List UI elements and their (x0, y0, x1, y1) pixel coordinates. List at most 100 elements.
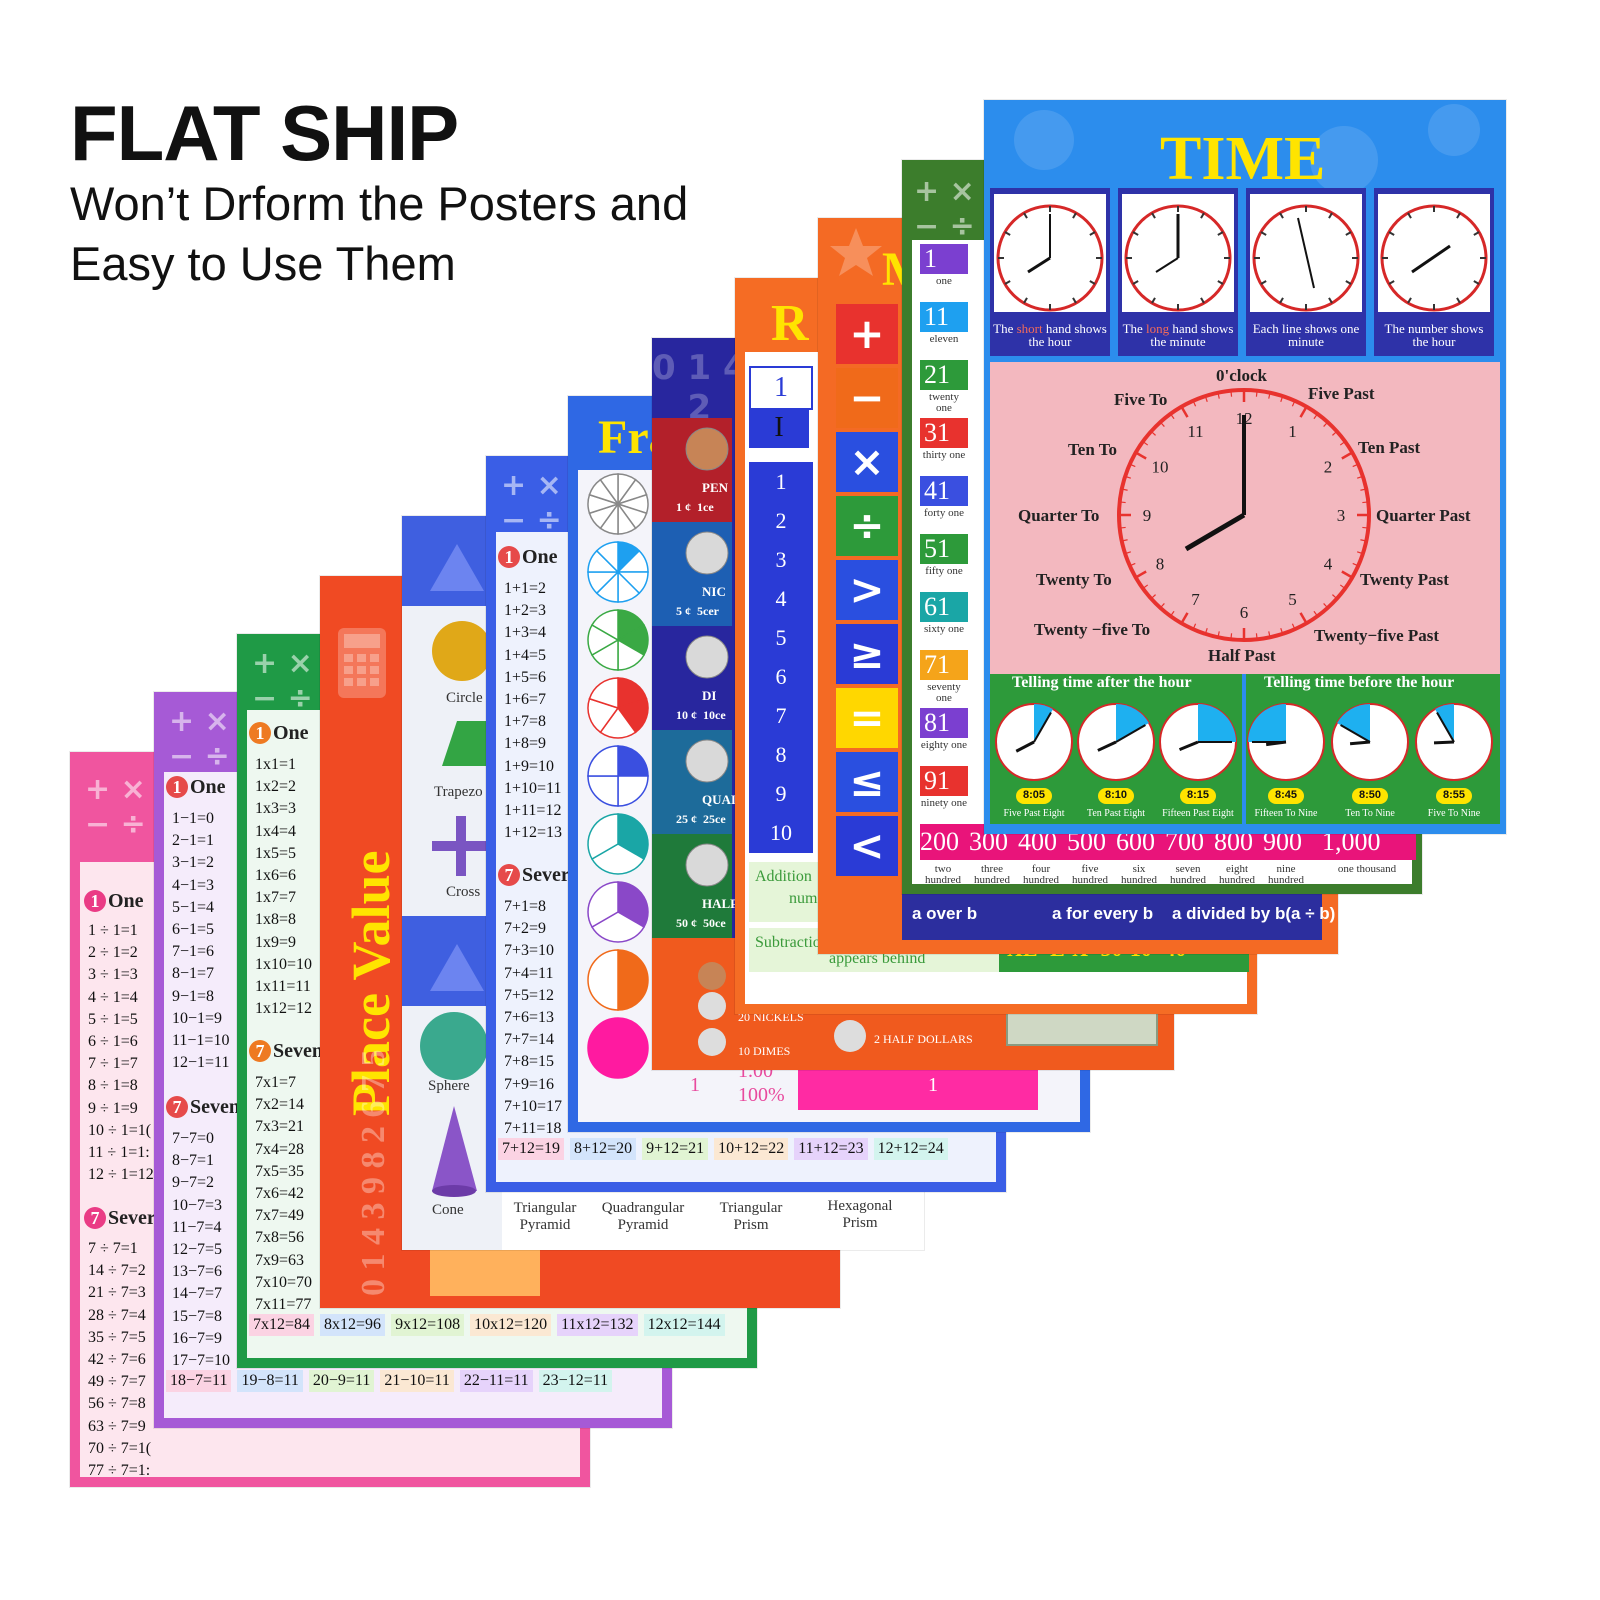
coin-icon (685, 739, 729, 783)
number-word: fifty one (925, 565, 963, 577)
equation: 12−1=11 (172, 1054, 230, 1072)
equation: 1+4=5 (504, 646, 547, 664)
dimes-label: 10 DIMES (738, 1044, 791, 1058)
plus-minus-icon: + ×− ÷ (914, 174, 975, 244)
label-trapezoid: Trapezo (434, 784, 483, 800)
ring-label: Five Past (1308, 384, 1375, 403)
fraction-bar-value: 1 (928, 1074, 938, 1096)
equation: 7x1=7 (255, 1074, 297, 1091)
coin-value: 10 ¢ 10ce (676, 708, 726, 722)
equation: 1+3=4 (504, 624, 547, 642)
number-word: one (936, 275, 952, 287)
clock-numeral: 2 (1324, 458, 1333, 477)
equation: 2−1=1 (172, 832, 215, 850)
equation: 10−1=9 (172, 1009, 223, 1027)
time-clocks: 123456789101112 (990, 188, 1500, 824)
after-hour-title: Telling time after the hour (1012, 674, 1192, 691)
equation: 1+6=7 (504, 691, 547, 709)
number-cell: 91 (920, 766, 968, 796)
math-symbol-cell: + (836, 304, 898, 364)
coins-icon (698, 962, 726, 1056)
gear-decoration (1014, 104, 1480, 194)
math-symbol-cell: ≥ (836, 624, 898, 684)
label-circle: Circle (446, 690, 483, 706)
label-quadrangular-pyramid: Quadrangular Pyramid (601, 1200, 685, 1233)
hundred-word: nine hundred (1267, 863, 1305, 886)
equation: 7+10=17 (504, 1097, 563, 1115)
equation: 77 ÷ 7=1: (88, 1462, 151, 1480)
coin-card: QUAI 25 ¢ 25ce (652, 730, 736, 834)
equation: 11 ÷ 1=1: (88, 1144, 150, 1162)
roman-number-cell: 2 (749, 501, 813, 541)
clock-numeral: 4 (1324, 555, 1333, 574)
equation: 1x8=8 (255, 911, 297, 929)
fraction-circles (587, 473, 649, 1079)
ring-label: 0'clock (1216, 366, 1267, 385)
equation: 17−7=10 (172, 1352, 231, 1370)
ring-label: Quarter To (1018, 506, 1100, 525)
equation: 1x2=2 (255, 778, 297, 796)
bottom-cell: 8x12=96 (320, 1314, 386, 1336)
ring-label: Twenty −five To (1034, 620, 1151, 639)
equation: 35 ÷ 7=5 (88, 1328, 146, 1346)
equation: 56 ÷ 7=8 (88, 1395, 146, 1413)
fraction-slice (588, 677, 619, 710)
fraction-slice (617, 745, 649, 777)
roman-head-numeral: I (749, 408, 809, 448)
number-word: forty one (923, 507, 964, 519)
trapezoid-icon (442, 721, 497, 766)
equation: 1+5=6 (504, 668, 547, 686)
coin-icon (685, 635, 729, 679)
equation: 7x5=35 (255, 1162, 305, 1180)
equation: 15−7=8 (172, 1307, 223, 1325)
math-symbol-cell: × (836, 432, 898, 492)
coin-list: PEN 1 ¢ 1ce NIC 5 ¢ 5cer DI 10 ¢ 10ce QU… (652, 418, 750, 938)
number-word: thirty one (922, 449, 966, 461)
equation: 1+10=11 (504, 779, 562, 797)
subline-2: Easy to Use Them (70, 237, 456, 290)
equation: 4 ÷ 1=4 (88, 988, 138, 1006)
bottom-cell: 11x12=132 (557, 1314, 638, 1336)
coin-name: DI (702, 688, 717, 703)
coin-value: 1 ¢ 1ce (676, 500, 714, 514)
equation: 7 ÷ 1=7 (88, 1055, 138, 1073)
coin-icon (685, 843, 729, 887)
bottom-cell: 9+12=21 (642, 1138, 709, 1160)
bottom-cell: 23−12=11 (538, 1370, 613, 1392)
number-cell: 81 (920, 708, 968, 738)
equation: 1+8=9 (504, 735, 547, 753)
math-symbol-cell: ≤ (836, 752, 898, 812)
equation: 49 ÷ 7=7 (88, 1373, 146, 1391)
equation: 1x7=7 (255, 889, 297, 907)
small-clock-label: Five Past Eight (1003, 808, 1065, 819)
before-hour-title: Telling time before the hour (1264, 674, 1455, 691)
coin-card: NIC 5 ¢ 5cer (652, 522, 732, 626)
shape-illustrations (402, 516, 502, 1197)
fraction-bar (798, 1066, 1038, 1110)
plus-minus-icon: + ×− ÷ (501, 468, 562, 538)
label-triangular-pyramid: Triangular Pyramid (513, 1200, 577, 1233)
info-caption: Each line shows one minute (1252, 321, 1360, 349)
clock-numeral: 7 (1191, 590, 1200, 609)
equation: 7x8=56 (255, 1229, 305, 1247)
plus-minus-icon: + ×− ÷ (252, 646, 313, 716)
equation: 9−7=2 (172, 1174, 215, 1192)
bottom-cell: 19−8=11 (237, 1370, 303, 1392)
roman-title: R (771, 295, 809, 352)
equation: 9−1=8 (172, 987, 215, 1005)
label-cross: Cross (446, 884, 481, 900)
equation: 7+5=12 (504, 986, 555, 1004)
hundred-word: three hundred (973, 863, 1011, 886)
number-cell: 1 (920, 244, 968, 274)
math-symbol-cell: > (836, 560, 898, 620)
coin-name: QUAI (702, 792, 736, 807)
equation: 1x10=10 (255, 955, 313, 973)
